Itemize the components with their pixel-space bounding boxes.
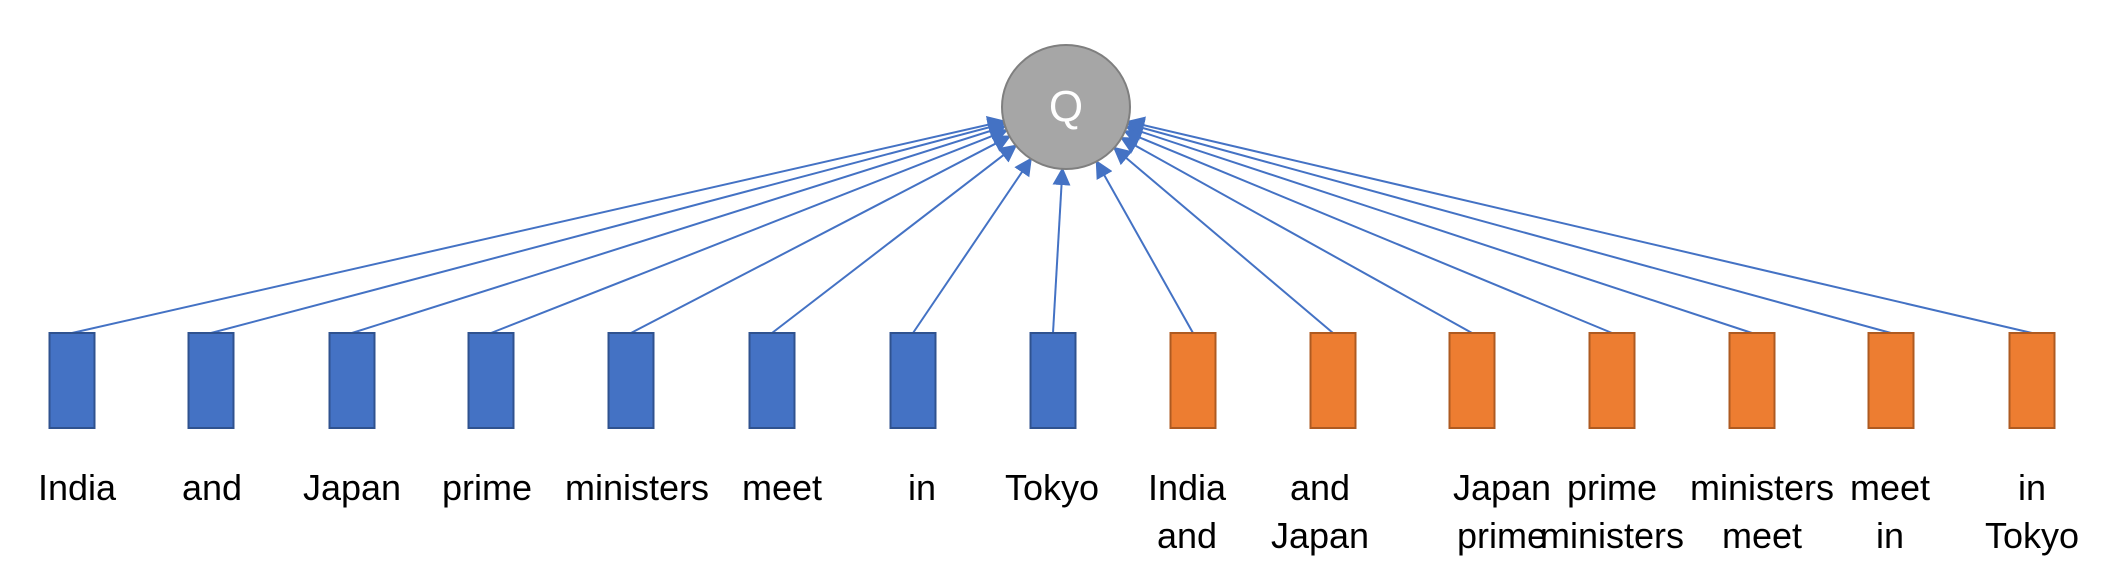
token-label-6-line-1: meet: [742, 467, 822, 508]
token-label-13-line-2: meet: [1722, 515, 1802, 556]
unigram-box-6: [748, 332, 796, 429]
bigram-box-11: [1448, 332, 1496, 429]
bigram-box-15: [2008, 332, 2056, 429]
token-label-9-line-1: India: [1148, 467, 1227, 508]
token-label-15-line-2: Tokyo: [1985, 515, 2079, 556]
token-label-10-line-2: Japan: [1271, 515, 1369, 556]
token-label-11-line-2: prime: [1457, 515, 1547, 556]
arrow-1: [71, 115, 1006, 334]
unigram-box-4: [467, 332, 515, 429]
arrow-15: [1126, 116, 2033, 334]
query-circle: [1001, 44, 1131, 170]
unigram-box-3: [328, 332, 376, 429]
arrow-9: [1095, 159, 1194, 334]
unigram-box-1: [48, 332, 96, 429]
unigram-box-8: [1029, 332, 1077, 429]
token-label-1-line-1: India: [38, 467, 117, 508]
arrow-6: [771, 144, 1018, 334]
token-label-15-line-1: in: [2018, 467, 2046, 508]
token-label-5-line-1: ministers: [565, 467, 709, 508]
arrow-11: [1119, 137, 1473, 334]
bigram-box-12: [1588, 332, 1636, 429]
token-label-14-line-2: in: [1876, 515, 1904, 556]
token-label-12-line-2: ministers: [1540, 515, 1684, 556]
unigram-box-5: [607, 332, 655, 429]
token-label-11-line-1: Japan: [1453, 467, 1551, 508]
token-label-10-line-1: and: [1290, 467, 1350, 508]
arrow-10: [1112, 146, 1334, 334]
arrow-group: [71, 115, 2033, 334]
arrow-5: [630, 135, 1012, 334]
arrow-8: [1052, 167, 1071, 334]
unigram-box-2: [187, 332, 235, 429]
token-label-12-line-1: prime: [1567, 467, 1657, 508]
token-box-group: [48, 332, 2056, 429]
arrow-7: [912, 157, 1032, 334]
arrow-14: [1125, 119, 1892, 334]
token-label-3-line-1: Japan: [303, 467, 401, 508]
query-node: Q: [1001, 44, 1131, 170]
token-label-8-line-1: Tokyo: [1005, 467, 1099, 508]
token-label-7-line-1: in: [908, 467, 936, 508]
token-label-4-line-1: prime: [442, 467, 532, 508]
arrow-13: [1124, 123, 1753, 334]
arrow-12: [1123, 129, 1613, 334]
token-label-13-line-1: ministers: [1690, 467, 1834, 508]
arrow-2: [210, 118, 1006, 334]
bigram-box-13: [1728, 332, 1776, 429]
token-label-14-line-1: meet: [1850, 467, 1930, 508]
token-label-9-line-2: and: [1157, 515, 1217, 556]
bigram-box-9: [1169, 332, 1217, 429]
unigram-box-7: [889, 332, 937, 429]
bigram-box-10: [1309, 332, 1357, 429]
query-label: Q: [1049, 83, 1083, 132]
token-label-2-line-1: and: [182, 467, 242, 508]
bigram-box-14: [1867, 332, 1915, 429]
arrow-4: [490, 127, 1009, 334]
arrow-3: [351, 122, 1007, 334]
